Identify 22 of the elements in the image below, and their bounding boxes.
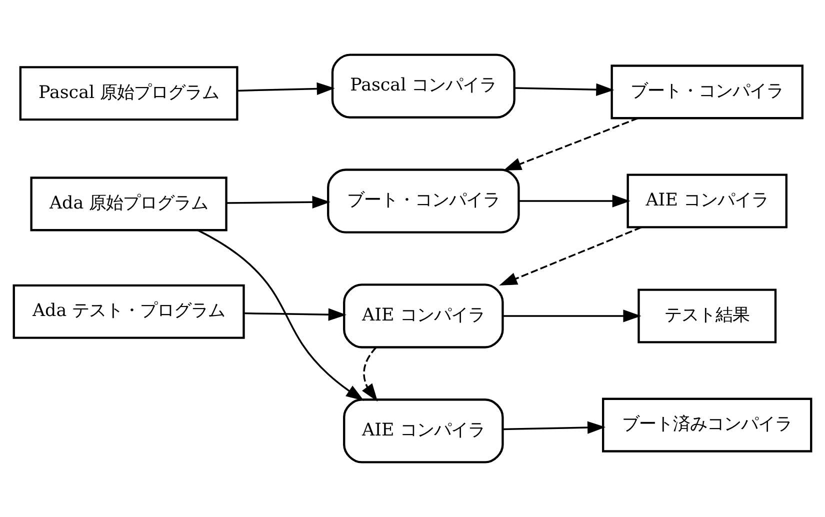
node-box: AIE コンパイラ [343,398,504,464]
arrow [514,83,614,96]
node-box: ブート・コンパイラ [610,64,804,120]
node-box: Pascal コンパイラ [331,54,516,118]
arrow [237,82,335,96]
arrow [226,196,330,208]
node-box: Ada テスト・プログラム [12,284,245,339]
arrow [502,310,642,322]
node-box: AIE コンパイラ [343,284,504,348]
arrow [197,229,364,401]
arrow [362,346,378,402]
node-box: Pascal 原始プログラム [19,66,238,121]
node-box: テスト結果 [638,288,777,344]
arrow [499,226,642,286]
node-box: ブート・コンパイラ [327,168,520,234]
node-box: Ada 原始プログラム [30,176,228,232]
arrow [244,308,346,321]
node-box: ブート済みコンパイラ [602,398,812,452]
arrow [518,194,630,208]
arrow [502,421,606,434]
node-box: AIE コンパイラ [626,174,788,228]
arrow [503,117,638,171]
